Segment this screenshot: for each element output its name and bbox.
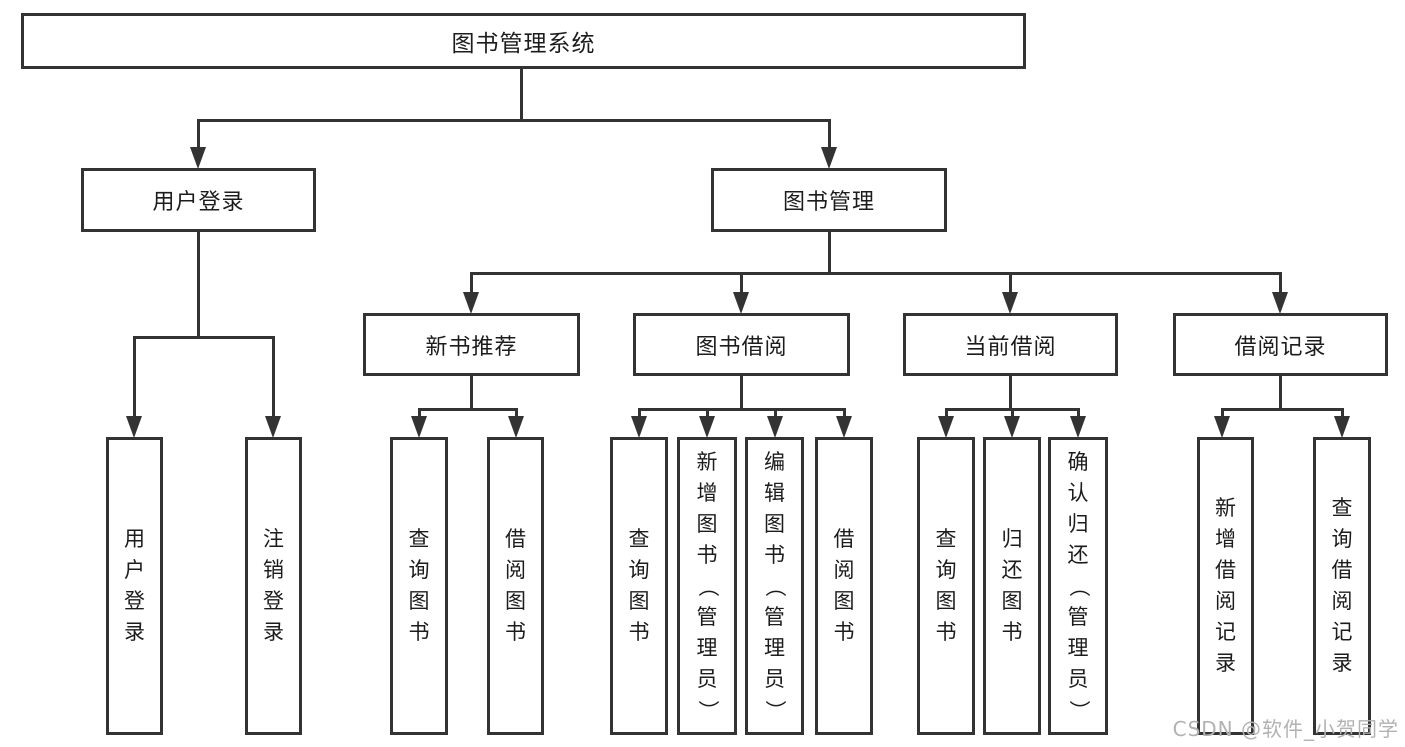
- arrowhead-down-icon: [190, 147, 206, 169]
- arrowhead-down-icon: [508, 416, 524, 438]
- connector-line: [945, 408, 948, 420]
- leaf-bb-borrow-book-label: 借阅图书: [833, 527, 855, 644]
- connector-line: [197, 119, 200, 151]
- node-borrow-record-label: 借阅记录: [1234, 334, 1327, 360]
- connector-line: [638, 408, 641, 420]
- node-new-book-recommend: 新书推荐: [363, 313, 580, 376]
- connector-line: [133, 336, 136, 419]
- arrowhead-down-icon: [411, 416, 427, 438]
- arrowhead-down-icon: [1002, 292, 1018, 314]
- connector-line: [828, 119, 831, 151]
- connector-line: [272, 336, 275, 419]
- connector-line: [843, 408, 846, 420]
- leaf-nbr-borrow-book: 借阅图书: [487, 437, 544, 735]
- arrowhead-down-icon: [938, 416, 954, 438]
- leaf-cb-return-book-label: 归还图书: [1001, 527, 1023, 644]
- leaf-nbr-borrow-book-label: 借阅图书: [505, 527, 526, 644]
- node-book-borrow: 图书借阅: [633, 313, 850, 376]
- leaf-bb-query-book: 查询图书: [610, 437, 668, 735]
- connector-line: [418, 408, 421, 420]
- leaf-bb-add-book-label: 新增图书（管理员）: [695, 449, 720, 721]
- connector-line: [1221, 408, 1343, 411]
- leaf-bb-borrow-book: 借阅图书: [815, 437, 873, 735]
- arrowhead-down-icon: [821, 147, 837, 169]
- arrowhead-down-icon: [265, 416, 281, 438]
- node-root-label: 图书管理系统: [451, 31, 596, 57]
- arrowhead-down-icon: [631, 416, 647, 438]
- connector-line: [1221, 408, 1224, 420]
- connector-line: [470, 272, 473, 296]
- connector-line: [828, 232, 831, 275]
- node-borrow-record: 借阅记录: [1173, 313, 1388, 376]
- node-current-borrow: 当前借阅: [903, 313, 1118, 376]
- leaf-br-add-record-label: 新增借阅记录: [1215, 496, 1236, 675]
- node-root: 图书管理系统: [21, 13, 1026, 69]
- leaf-br-query-record-label: 查询借阅记录: [1331, 496, 1353, 675]
- leaf-bb-edit-book: 编辑图书（管理员）: [745, 437, 804, 735]
- connector-line: [1077, 408, 1080, 420]
- node-book-management-label: 图书管理: [782, 190, 875, 215]
- leaf-cb-query-book: 查询图书: [917, 437, 975, 735]
- connector-line: [706, 408, 709, 420]
- arrowhead-down-icon: [699, 416, 715, 438]
- arrowhead-down-icon: [1334, 416, 1350, 438]
- leaf-bb-add-book: 新增图书（管理员）: [677, 437, 737, 735]
- node-current-borrow-label: 当前借阅: [964, 334, 1057, 360]
- connector-line: [418, 408, 518, 411]
- connector-line: [740, 376, 743, 410]
- leaf-user-login-label: 用户登录: [124, 527, 145, 644]
- arrowhead-down-icon: [1272, 292, 1288, 314]
- connector-line: [1341, 408, 1344, 420]
- leaf-user-login: 用户登录: [106, 437, 163, 735]
- connector-line: [197, 232, 200, 339]
- leaf-logout-label: 注销登录: [263, 527, 284, 644]
- arrowhead-down-icon: [1214, 416, 1230, 438]
- arrowhead-down-icon: [836, 416, 852, 438]
- node-new-book-recommend-label: 新书推荐: [425, 334, 518, 360]
- connector-line: [1009, 272, 1012, 296]
- arrowhead-down-icon: [126, 416, 142, 438]
- leaf-cb-confirm-return-label: 确认归还（管理员）: [1066, 449, 1091, 721]
- leaf-nbr-query-book: 查询图书: [390, 437, 448, 735]
- leaf-cb-return-book: 归还图书: [983, 437, 1041, 735]
- leaf-bb-edit-book-label: 编辑图书（管理员）: [763, 449, 787, 721]
- arrowhead-down-icon: [767, 416, 783, 438]
- node-book-borrow-label: 图书借阅: [695, 334, 788, 360]
- arrowhead-down-icon: [733, 292, 749, 314]
- leaf-br-add-record: 新增借阅记录: [1197, 437, 1254, 735]
- connector-line: [470, 376, 473, 410]
- leaf-cb-query-book-label: 查询图书: [935, 527, 957, 644]
- leaf-nbr-query-book-label: 查询图书: [408, 527, 430, 644]
- arrowhead-down-icon: [1004, 416, 1020, 438]
- node-book-management: 图书管理: [711, 168, 947, 232]
- connector-line: [1279, 272, 1282, 296]
- connector-line: [1279, 376, 1282, 410]
- connector-line: [638, 408, 846, 411]
- leaf-cb-confirm-return: 确认归还（管理员）: [1048, 437, 1108, 735]
- connector-line: [774, 408, 777, 420]
- connector-line: [1011, 408, 1014, 420]
- leaf-br-query-record: 查询借阅记录: [1313, 437, 1371, 735]
- connector-line: [197, 119, 831, 122]
- connector-line: [520, 69, 523, 121]
- connector-line: [133, 336, 275, 339]
- leaf-bb-query-book-label: 查询图书: [628, 527, 650, 644]
- watermark: CSDN @软件_小贺同学: [1172, 717, 1399, 741]
- leaf-logout: 注销登录: [245, 437, 302, 735]
- connector-line: [1009, 376, 1012, 410]
- connector-line: [740, 272, 743, 296]
- connector-line: [515, 408, 518, 420]
- node-user-login: 用户登录: [81, 168, 316, 232]
- arrowhead-down-icon: [463, 292, 479, 314]
- connector-line: [470, 272, 1282, 275]
- node-user-login-label: 用户登录: [152, 190, 245, 215]
- arrowhead-down-icon: [1070, 416, 1086, 438]
